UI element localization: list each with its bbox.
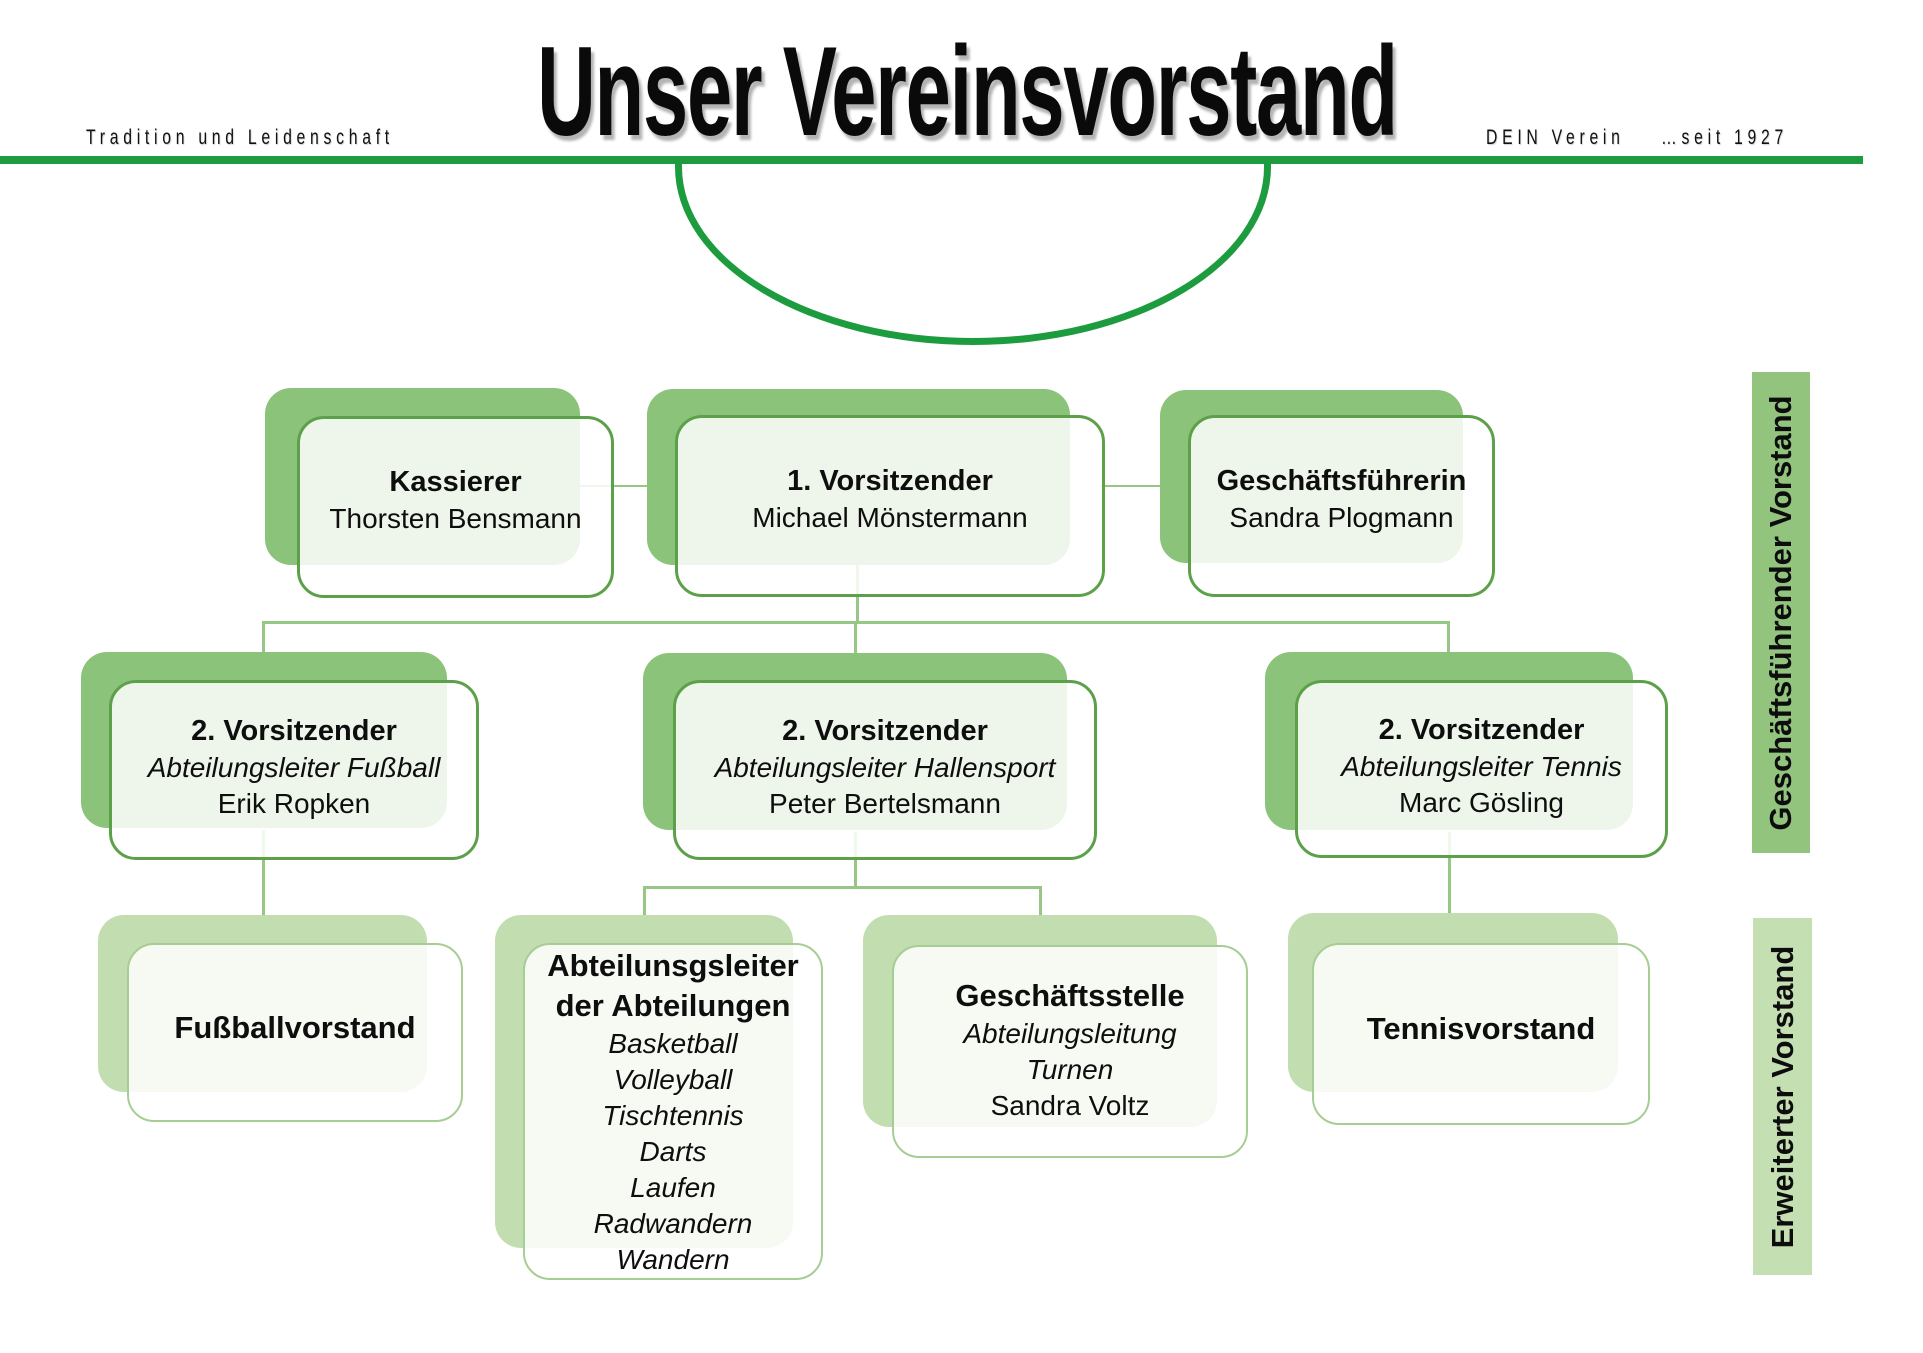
node-title-line1: Abteilunsgsleiter <box>547 947 799 983</box>
connector-hallensport-branch <box>643 886 1042 889</box>
node-kassierer: Kassierer Thorsten Bensmann <box>297 416 614 598</box>
node-person: Sandra Plogmann <box>1229 501 1454 533</box>
node-title: 2. Vorsitzender <box>191 714 397 747</box>
tagline-right: DEIN Verein …seit 1927 <box>1486 126 1788 149</box>
node-item: Radwandern <box>593 1207 753 1239</box>
node-role-line2: Turnen <box>1026 1053 1114 1085</box>
node-vorsitzender1: 1. Vorsitzender Michael Mönstermann <box>675 415 1105 597</box>
node-title: Geschäftsführerin <box>1216 464 1467 497</box>
node-geschaeftsstelle: Geschäftsstelle Abteilungsleitung Turnen… <box>892 945 1248 1158</box>
node-person: Peter Bertelsmann <box>769 787 1001 819</box>
node-title-line2: der Abteilungen <box>555 987 791 1023</box>
node-geschaeftsfuehrerin: Geschäftsführerin Sandra Plogmann <box>1188 415 1495 597</box>
node-title: Kassierer <box>389 465 522 498</box>
node-item: Wandern <box>616 1243 730 1275</box>
node-title: Tennisvorstand <box>1366 1011 1596 1046</box>
node-person: Marc Gösling <box>1399 786 1564 818</box>
node-person: Michael Mönstermann <box>752 501 1028 533</box>
node-fussballvorstand: Fußballvorstand <box>127 943 463 1122</box>
node-abteilungsleiter: Abteilunsgsleiter der Abteilungen Basket… <box>523 943 823 1280</box>
node-item: Tischtennis <box>602 1099 744 1131</box>
node-title: 2. Vorsitzender <box>782 714 988 747</box>
connector-tennis-tennisvorstand <box>1448 832 1451 945</box>
node-title: 1. Vorsitzender <box>787 464 993 497</box>
connector-vorsitzender-geschaeftsfuehrerin <box>1100 485 1195 487</box>
node-vize-fussball: 2. Vorsitzender Abteilungsleiter Fußball… <box>109 680 479 860</box>
connector-fussball-fussballvorstand <box>262 830 265 946</box>
node-item: Volleyball <box>613 1063 733 1095</box>
side-label-erweiterter-vorstand: Erweiterter Vorstand <box>1753 918 1812 1275</box>
node-role: Abteilungsleiter Tennis <box>1341 750 1622 782</box>
tagline-left: Tradition und Leidenschaft <box>86 126 394 149</box>
node-title: Geschäftsstelle <box>955 977 1185 1013</box>
node-person: Erik Ropken <box>217 787 371 819</box>
page-title: Unser Vereinsvorstand <box>537 20 1398 162</box>
node-role: Abteilungsleiter Hallensport <box>714 751 1056 783</box>
node-item: Laufen <box>630 1171 716 1203</box>
node-item: Darts <box>639 1135 707 1167</box>
node-vize-tennis: 2. Vorsitzender Abteilungsleiter Tennis … <box>1295 680 1668 858</box>
side-label-geschaeftsfuehrender-vorstand: Geschäftsführender Vorstand <box>1752 372 1810 853</box>
node-title: Fußballvorstand <box>174 1009 416 1045</box>
node-vize-hallensport: 2. Vorsitzender Abteilungsleiter Hallens… <box>673 680 1097 860</box>
node-title: 2. Vorsitzender <box>1378 713 1585 746</box>
side-label-text: Geschäftsführender Vorstand <box>1763 394 1798 831</box>
node-role-line1: Abteilungsleitung <box>963 1017 1177 1049</box>
node-role: Abteilungsleiter Fußball <box>147 751 441 783</box>
node-tennisvorstand: Tennisvorstand <box>1312 943 1650 1125</box>
connector-kassierer-vorsitzender <box>580 485 680 487</box>
connector-hallensport-down <box>854 832 857 889</box>
side-label-text: Erweiterter Vorstand <box>1764 945 1800 1248</box>
node-item: Basketball <box>608 1027 738 1059</box>
node-person: Thorsten Bensmann <box>329 502 582 534</box>
node-person: Sandra Voltz <box>990 1089 1150 1121</box>
header-arc <box>675 160 1271 345</box>
